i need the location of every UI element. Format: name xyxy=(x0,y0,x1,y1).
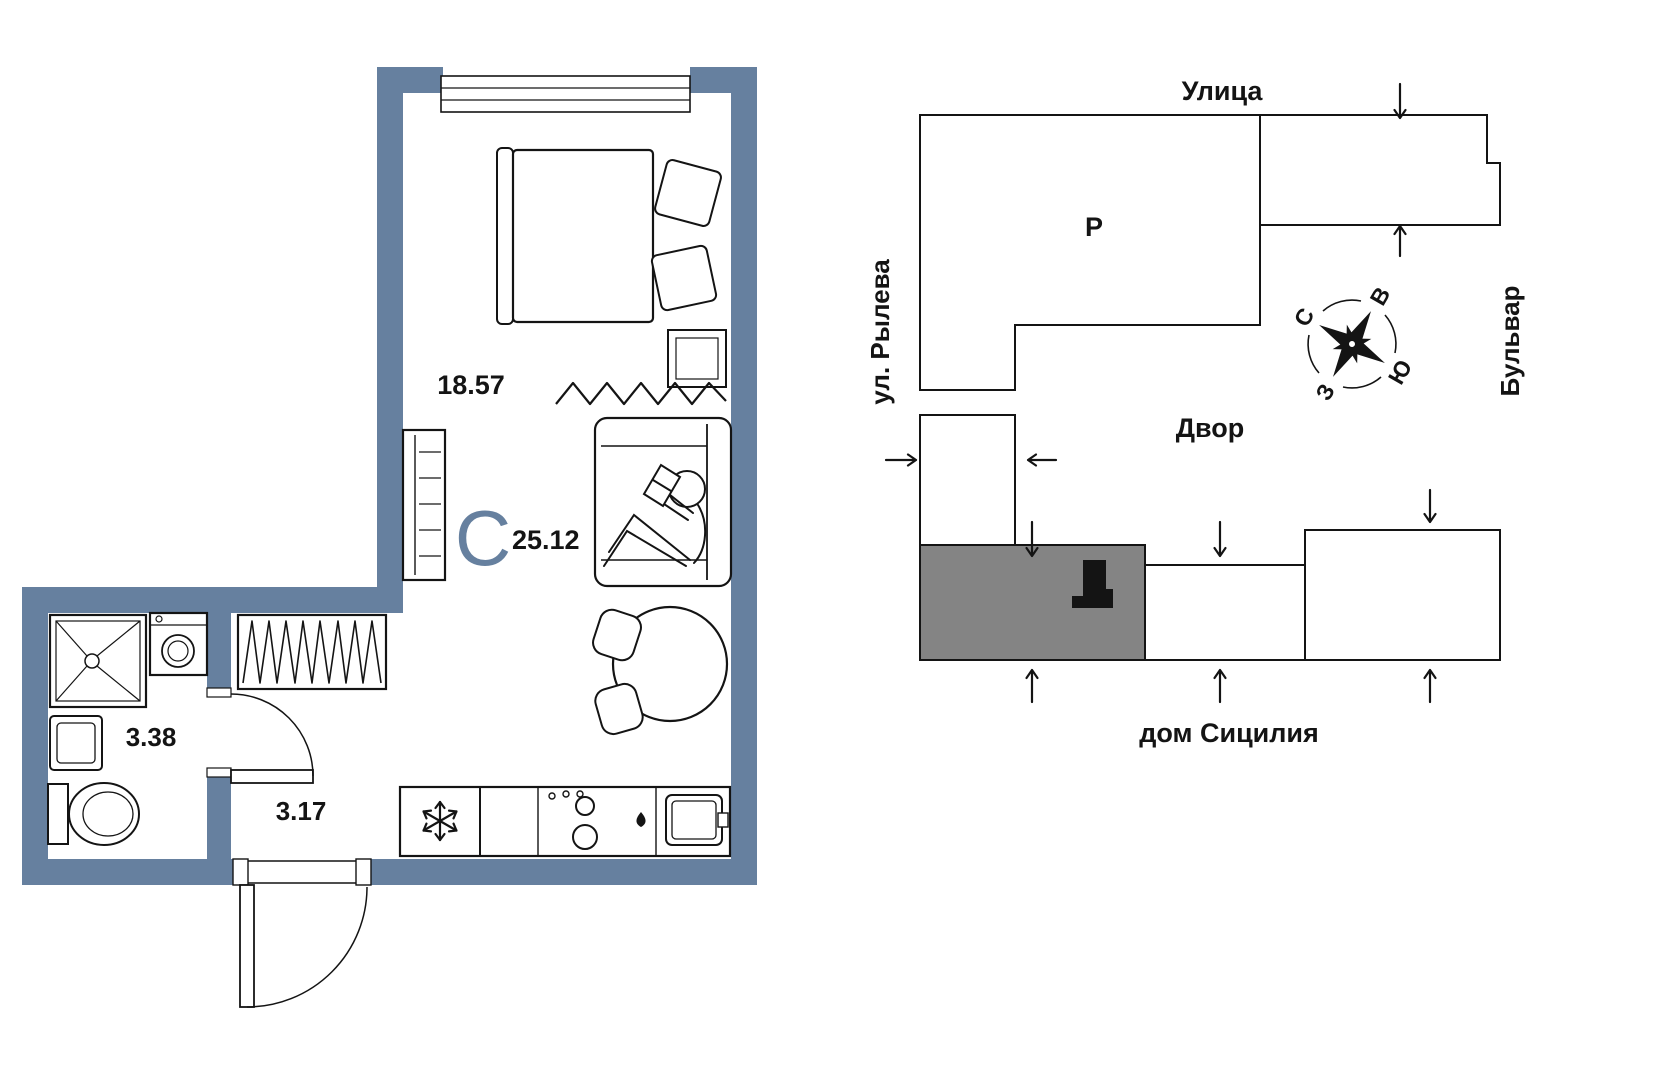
site-block-b xyxy=(1144,564,1306,661)
arrow-down-icon xyxy=(1025,520,1039,558)
arrow-down-icon xyxy=(1213,520,1227,558)
arrow-up-icon xyxy=(1393,224,1407,258)
chair xyxy=(592,608,642,662)
door-swing-arc xyxy=(230,693,314,777)
arrow-up-icon xyxy=(1213,668,1227,704)
shower xyxy=(48,613,148,709)
entrance-door xyxy=(232,858,372,1008)
plan-type-letter: С xyxy=(455,494,511,582)
compass-rose-icon: С В Ю З xyxy=(1289,282,1418,404)
door-jamb xyxy=(232,858,249,886)
faucet-drop-icon xyxy=(636,812,646,827)
entrance-arrows xyxy=(884,82,1437,704)
street-left-label: ул. Рылева xyxy=(865,259,895,405)
hallway-area-label: 3.17 xyxy=(276,796,327,826)
decor-zigzag xyxy=(555,381,727,406)
compass-east-label: В xyxy=(1365,282,1396,309)
media-shelf xyxy=(401,428,447,582)
door-jamb xyxy=(206,687,232,698)
chair xyxy=(594,682,644,736)
street-top-label: Улица xyxy=(1182,76,1264,106)
door-leaf xyxy=(239,884,255,1008)
bathroom-sink xyxy=(49,715,103,771)
door-swing-arc xyxy=(246,886,368,1008)
bathroom-door xyxy=(206,687,314,784)
arrow-up-icon xyxy=(1025,668,1039,704)
compass-south-label: Ю xyxy=(1383,355,1417,389)
arrow-up-icon xyxy=(1423,668,1437,704)
neighbor-building-top-right xyxy=(1259,114,1501,226)
nightstand xyxy=(667,329,727,388)
compass-west-label: З xyxy=(1310,379,1340,404)
door-leaf xyxy=(230,769,314,784)
toilet xyxy=(47,782,140,846)
bed-mattress xyxy=(511,148,655,324)
door-jamb xyxy=(206,767,232,778)
bed xyxy=(496,147,722,325)
site-block-a xyxy=(919,414,1016,546)
door-jamb xyxy=(355,858,372,886)
arrow-down-icon xyxy=(1423,488,1437,524)
kitchen-sink xyxy=(665,794,729,846)
location-marker xyxy=(1072,560,1113,608)
site-plan: Улица ул. Рылева Бульвар Двор дом Сицили… xyxy=(865,76,1525,748)
arrow-down-icon xyxy=(1393,82,1407,120)
parking-building xyxy=(919,114,1261,391)
bathroom-area-label: 3.38 xyxy=(126,722,177,752)
compass-north-label: С xyxy=(1289,303,1320,330)
house-label: дом Сицилия xyxy=(1139,718,1319,748)
dining-table xyxy=(592,605,729,736)
kitchen-counter xyxy=(398,785,732,858)
street-right-label: Бульвар xyxy=(1495,286,1525,397)
bed-headboard xyxy=(496,147,514,325)
apartment-plan: 18.57 С 25.12 3.38 3.17 xyxy=(22,67,757,1008)
arrow-left-icon xyxy=(1026,453,1058,467)
washing-machine xyxy=(148,611,209,677)
site-block-c xyxy=(1304,529,1501,661)
courtyard-label: Двор xyxy=(1176,413,1244,443)
window xyxy=(440,75,691,113)
pillow xyxy=(654,159,722,227)
pillow xyxy=(650,244,718,312)
parking-label: Р xyxy=(1085,212,1103,242)
living-area-label: 18.57 xyxy=(437,370,505,400)
fridge-snowflake-icon xyxy=(422,800,458,842)
total-area-label: 25.12 xyxy=(512,525,580,555)
stove-burners xyxy=(548,790,598,850)
wardrobe-hangers xyxy=(236,613,388,691)
arrow-right-icon xyxy=(884,453,918,467)
person-figure xyxy=(603,463,707,567)
walls xyxy=(22,67,757,885)
